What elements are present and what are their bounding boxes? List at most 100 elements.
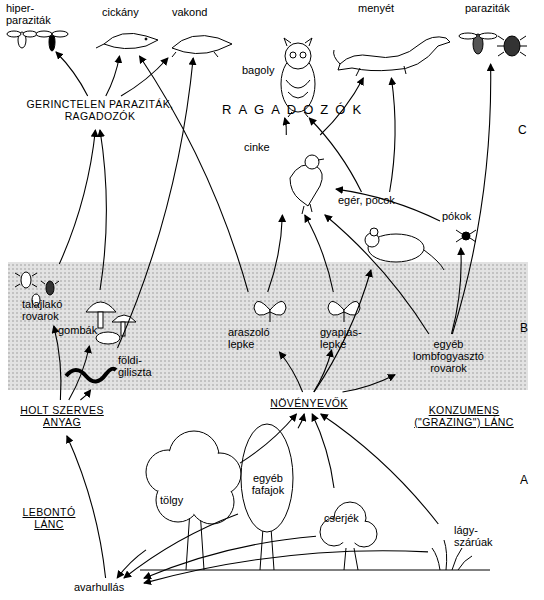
food-link-arrow bbox=[144, 551, 428, 583]
organism-node: cinke bbox=[244, 135, 336, 215]
owl-icon bbox=[284, 38, 312, 46]
hyperparasite-icon bbox=[23, 31, 37, 37]
parasite-icon bbox=[479, 33, 497, 39]
food-link-arrow bbox=[325, 215, 429, 334]
parasite-icon bbox=[497, 36, 527, 56]
spider-icon bbox=[462, 232, 470, 240]
shaded-band bbox=[8, 262, 528, 390]
node-label: egyéb fafajok bbox=[242, 472, 294, 496]
shrub bbox=[321, 503, 376, 546]
organism-node: egyéb lombfogyasztó rovarok bbox=[395, 334, 503, 380]
shaded-band bbox=[8, 262, 528, 390]
chain-label: LEBONTÓ LÁNC bbox=[14, 506, 84, 530]
fungi-icon bbox=[86, 302, 116, 312]
food-link-arrow bbox=[144, 536, 316, 578]
node-label: menyét bbox=[358, 2, 418, 14]
owl-icon bbox=[286, 80, 310, 98]
node-label: GERINCTELEN PARAZITÁK, RAGADOZÓK bbox=[25, 98, 175, 122]
food-link-arrow bbox=[268, 215, 283, 292]
organism-node: gyapjas- lepke bbox=[312, 292, 376, 350]
node-label: pókok bbox=[442, 210, 486, 222]
node-label: hiper- paraziták bbox=[6, 2, 61, 26]
organism-node: pókok bbox=[440, 208, 486, 248]
node-label: avarhullás bbox=[74, 581, 144, 593]
hyperparasite-icon bbox=[7, 31, 68, 51]
parasite-icon bbox=[459, 33, 527, 56]
level-letter: C bbox=[518, 124, 538, 136]
food-link-arrow bbox=[124, 514, 238, 578]
tit-icon bbox=[302, 159, 324, 214]
owl-icon bbox=[300, 52, 306, 58]
shrub bbox=[320, 502, 377, 570]
butterfly-icon bbox=[254, 301, 270, 315]
parasite-icon bbox=[504, 36, 520, 56]
butterfly-icon bbox=[270, 312, 271, 322]
food-link-arrow bbox=[56, 52, 88, 96]
food-link-arrow bbox=[80, 390, 90, 400]
food-link-arrow bbox=[321, 414, 439, 524]
earthworm-icon bbox=[66, 369, 116, 382]
food-link-arrow bbox=[59, 130, 95, 264]
food-link-arrow bbox=[343, 375, 396, 392]
earthworm-icon bbox=[66, 369, 116, 382]
node-label: bagoly bbox=[242, 64, 282, 76]
node-label: talajlakó rovarok bbox=[22, 298, 82, 322]
mole-icon bbox=[172, 36, 232, 57]
weasel-icon bbox=[334, 50, 406, 76]
oak-tree bbox=[147, 432, 240, 523]
chain-label: RAGADOZÓK bbox=[222, 104, 432, 116]
mole-icon bbox=[172, 36, 232, 54]
chain-label: KONZUMENS ("GRAZING") LÁNC bbox=[414, 404, 514, 428]
fungi-icon bbox=[112, 315, 136, 322]
shrew-icon bbox=[145, 38, 147, 40]
organism-node: lágy- szárúak bbox=[428, 524, 500, 572]
organism-node: tölgy bbox=[146, 438, 240, 570]
soil-insect-icon bbox=[41, 281, 59, 284]
food-link-arrow bbox=[390, 78, 395, 192]
node-label: gombák bbox=[58, 324, 108, 336]
mole-icon bbox=[172, 52, 218, 57]
owl-icon bbox=[285, 43, 311, 69]
shrew-icon bbox=[96, 33, 158, 48]
food-link-arrow bbox=[117, 550, 146, 578]
owl-icon bbox=[290, 52, 296, 58]
node-label: földi- giliszta bbox=[118, 354, 163, 378]
butterfly-icon bbox=[328, 301, 344, 315]
food-link-arrow bbox=[305, 215, 334, 292]
organism-node: gombák bbox=[58, 290, 142, 346]
organism-node: cserjék bbox=[316, 488, 376, 570]
fungi-icon bbox=[98, 312, 103, 328]
hyperparasite-icon bbox=[52, 31, 68, 37]
food-link-arrow bbox=[285, 118, 287, 135]
spider-icon bbox=[456, 230, 476, 242]
weasel-icon bbox=[338, 37, 450, 71]
parasite-icon bbox=[459, 33, 477, 39]
weasel-icon bbox=[334, 37, 450, 76]
node-label: gyapjas- lepke bbox=[320, 326, 370, 350]
food-link-arrow bbox=[106, 56, 120, 96]
other-tree bbox=[241, 424, 293, 532]
fungi-icon bbox=[96, 332, 120, 344]
mouse-icon bbox=[424, 250, 444, 270]
other-tree bbox=[260, 528, 274, 570]
node-label: araszoló lepke bbox=[228, 326, 283, 350]
organism-node: araszoló lepke bbox=[226, 292, 298, 352]
node-label: egyéb lombfogyasztó rovarok bbox=[406, 338, 491, 374]
food-link-arrow bbox=[314, 270, 371, 392]
food-link-arrow bbox=[240, 414, 296, 463]
food-link-arrow bbox=[336, 189, 440, 221]
butterfly-icon bbox=[270, 301, 286, 315]
node-label: paraziták bbox=[465, 2, 535, 14]
node-label: lágy- szárúak bbox=[454, 524, 499, 548]
node-label: NÖVÉNYEVŐK bbox=[250, 397, 368, 409]
group-box: HOLT SZERVES ANYAG bbox=[8, 400, 116, 436]
oak-tree bbox=[146, 431, 241, 570]
food-link-arrow bbox=[314, 350, 332, 392]
organism-node: paraziták bbox=[455, 2, 535, 64]
organism-node: egér, pocok bbox=[338, 192, 440, 270]
organism-node: avarhullás bbox=[72, 578, 144, 596]
node-label: vakond bbox=[172, 6, 232, 18]
organism-node: vakond bbox=[164, 6, 236, 58]
